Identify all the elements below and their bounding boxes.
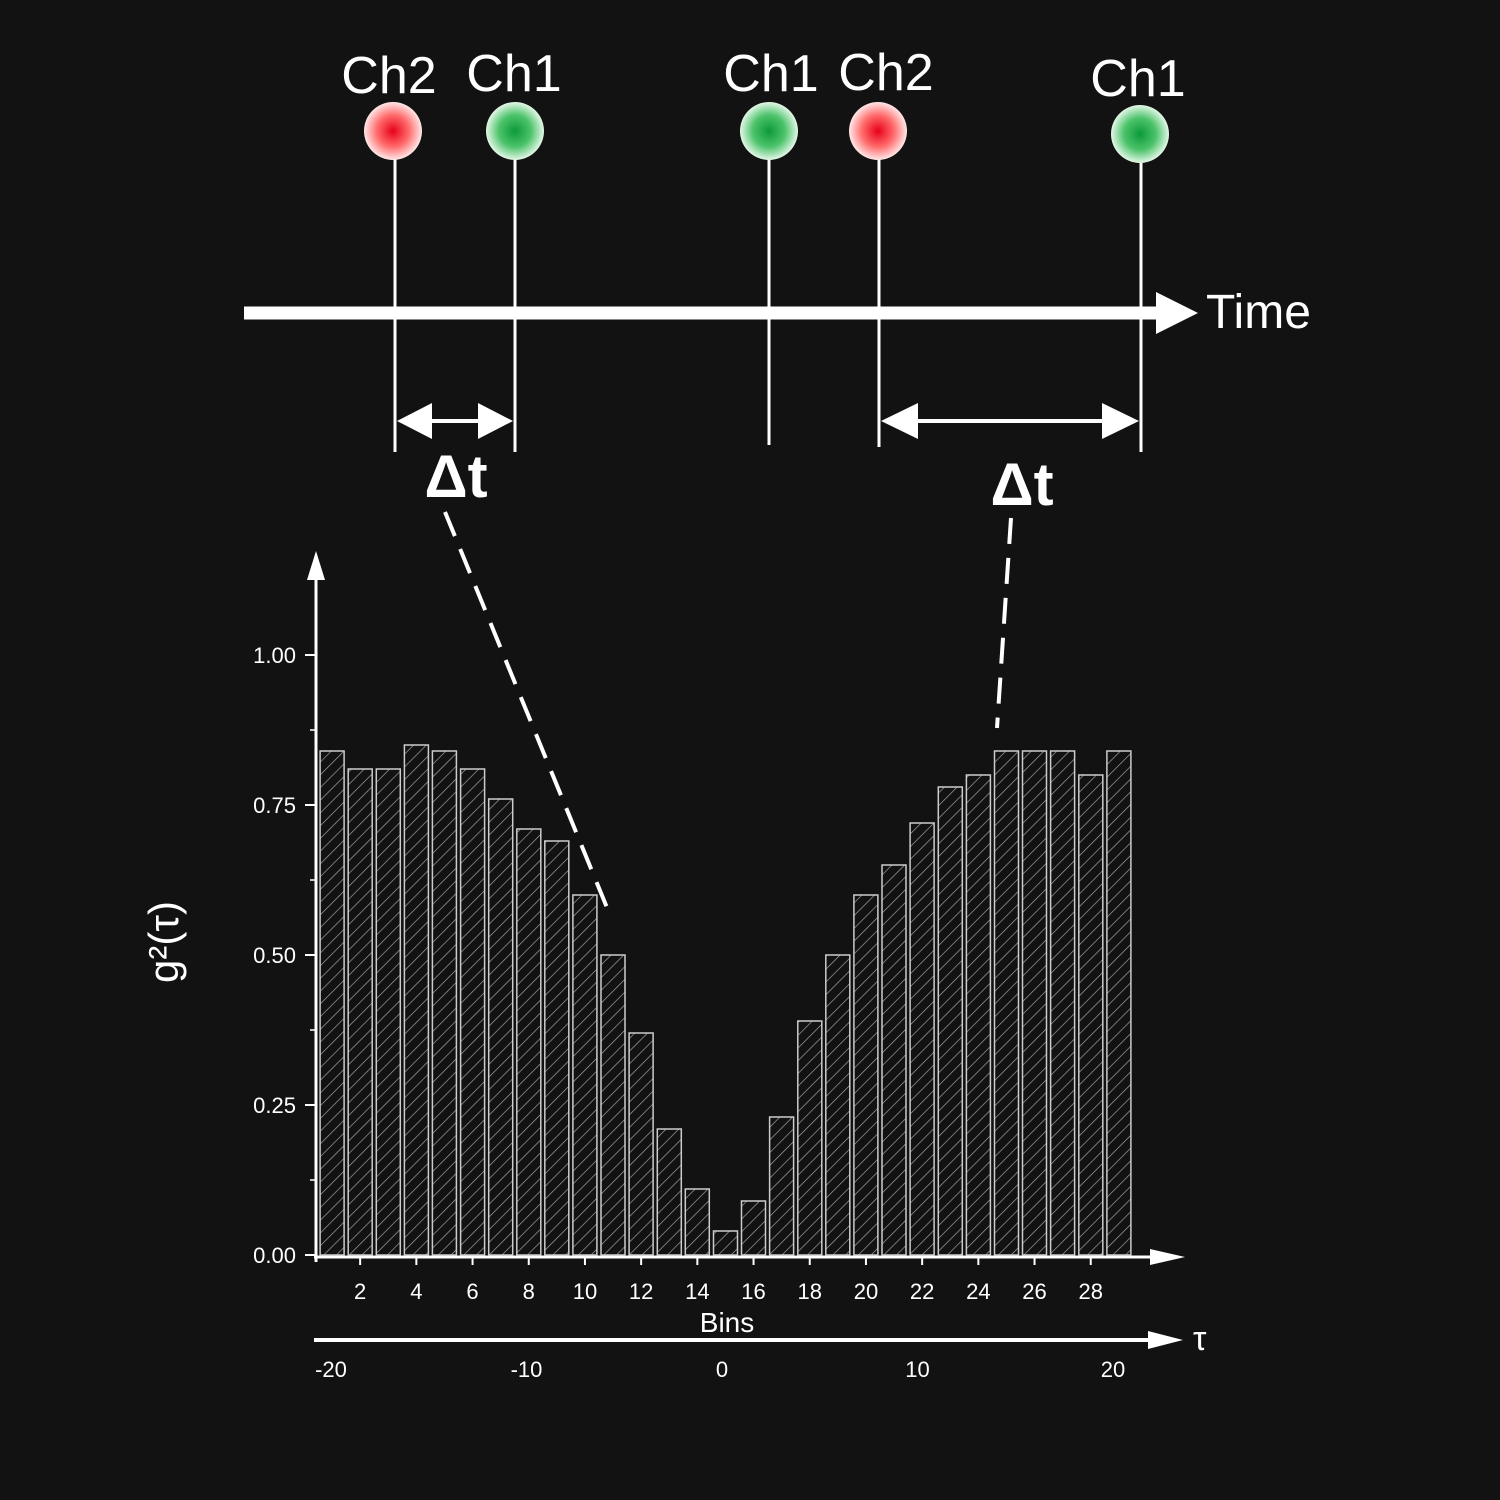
x-tick-label: 2 bbox=[354, 1279, 366, 1304]
red-photon-marker-icon bbox=[849, 102, 907, 160]
bar-bin-4 bbox=[403, 744, 430, 1256]
bar-bin-7 bbox=[487, 798, 514, 1256]
x-axis-arrowhead bbox=[1150, 1249, 1185, 1265]
y-tick-label: 0.50 bbox=[253, 943, 296, 968]
bar-bin-5 bbox=[431, 750, 458, 1256]
tau-tick-label: 0 bbox=[716, 1357, 728, 1382]
y-tick-label: 0.00 bbox=[253, 1243, 296, 1268]
bars bbox=[319, 744, 1132, 1256]
delta-t-label: Δt bbox=[990, 451, 1053, 518]
bar-bin-28 bbox=[1078, 774, 1104, 1256]
y-ticks: 0.00 0.25 0.50 0.75 1.00 bbox=[253, 643, 316, 1268]
bar-bin-19 bbox=[825, 954, 851, 1256]
bar-bin-24 bbox=[965, 774, 992, 1256]
tau-tick-label: -10 bbox=[511, 1357, 543, 1382]
delta-t-arrow-2: Δt bbox=[881, 403, 1139, 518]
bar-bin-18 bbox=[797, 1020, 823, 1256]
x-tick-label: 14 bbox=[685, 1279, 709, 1304]
y-axis-arrowhead bbox=[307, 551, 325, 580]
event-ch2-2: Ch2 bbox=[838, 44, 934, 447]
arrowhead-right bbox=[478, 403, 513, 439]
bar-bin-16 bbox=[740, 1200, 767, 1256]
event-label: Ch2 bbox=[341, 47, 436, 105]
x-tick-label: 24 bbox=[966, 1279, 990, 1304]
bar-bin-27 bbox=[1049, 750, 1076, 1256]
time-axis-label: Time bbox=[1206, 286, 1311, 339]
x-tick-label: 22 bbox=[910, 1279, 934, 1304]
x-tick-label: 4 bbox=[410, 1279, 422, 1304]
bar-bin-22 bbox=[909, 822, 935, 1256]
x-tick-label: 12 bbox=[629, 1279, 653, 1304]
tau-tick-label: -20 bbox=[315, 1357, 347, 1382]
bar-bin-1 bbox=[319, 750, 345, 1256]
bar-bin-2 bbox=[347, 768, 373, 1256]
bar-bin-6 bbox=[459, 768, 486, 1256]
x-axis-title: Bins bbox=[700, 1307, 754, 1338]
x-tick-label: 10 bbox=[573, 1279, 597, 1304]
x-tick-label: 8 bbox=[523, 1279, 535, 1304]
tau-tick-label: 20 bbox=[1101, 1357, 1125, 1382]
y-tick-label: 1.00 bbox=[253, 643, 296, 668]
tau-ticks: -20 -10 0 10 20 bbox=[315, 1357, 1125, 1382]
event-ch1-3: Ch1 bbox=[1090, 50, 1186, 452]
tau-tick-label: 10 bbox=[905, 1357, 929, 1382]
event-label: Ch1 bbox=[1090, 50, 1185, 108]
bar-bin-9 bbox=[544, 840, 570, 1256]
bar-bin-10 bbox=[572, 894, 598, 1256]
event-label: Ch1 bbox=[723, 45, 818, 103]
tau-axis-label: τ bbox=[1193, 1320, 1207, 1358]
bar-bin-3 bbox=[375, 768, 402, 1256]
green-photon-marker-icon bbox=[1111, 105, 1169, 163]
event-ch1-2: Ch1 bbox=[723, 45, 819, 445]
event-ch2-1: Ch2 bbox=[341, 47, 437, 452]
bar-bin-17 bbox=[768, 1116, 795, 1256]
dashed-connector-1 bbox=[443, 511, 612, 916]
green-photon-marker-icon bbox=[740, 102, 798, 160]
x-tick-label: 28 bbox=[1079, 1279, 1103, 1304]
y-tick-label: 0.25 bbox=[253, 1093, 296, 1118]
bar-bin-14 bbox=[684, 1188, 711, 1256]
bar-bin-20 bbox=[853, 894, 879, 1256]
timeline: Time Ch2 Ch1 Ch1 Ch2 Ch1 bbox=[244, 44, 1311, 916]
bar-bin-11 bbox=[600, 954, 626, 1256]
event-ch1-1: Ch1 bbox=[466, 45, 562, 452]
x-tick-label: 16 bbox=[741, 1279, 765, 1304]
arrowhead-left bbox=[881, 403, 918, 439]
arrowhead-right bbox=[1102, 403, 1139, 439]
y-tick-label: 0.75 bbox=[253, 793, 296, 818]
bar-bin-12 bbox=[628, 1032, 654, 1256]
delta-t-label: Δt bbox=[424, 443, 487, 510]
bar-bin-13 bbox=[656, 1128, 683, 1256]
green-photon-marker-icon bbox=[486, 102, 544, 160]
x-tick-label: 20 bbox=[854, 1279, 878, 1304]
y-axis-title: g²(τ) bbox=[140, 901, 187, 983]
event-label: Ch1 bbox=[466, 45, 561, 103]
bar-bin-29 bbox=[1106, 750, 1132, 1256]
arrowhead-left bbox=[397, 403, 432, 439]
bar-bin-21 bbox=[881, 864, 907, 1256]
bar-bin-25 bbox=[993, 750, 1020, 1256]
delta-t-arrow-1: Δt bbox=[397, 403, 513, 510]
x-tick-label: 18 bbox=[798, 1279, 822, 1304]
x-tick-label: 6 bbox=[466, 1279, 478, 1304]
time-axis-arrowhead bbox=[1156, 292, 1198, 334]
bar-bin-23 bbox=[937, 786, 964, 1256]
bar-bin-15 bbox=[712, 1230, 739, 1256]
x-tick-label: 26 bbox=[1022, 1279, 1046, 1304]
dashed-connector-2 bbox=[995, 517, 1013, 729]
tau-axis-arrowhead bbox=[1148, 1331, 1183, 1349]
bar-bin-8 bbox=[516, 828, 542, 1256]
bar-bin-26 bbox=[1021, 750, 1048, 1256]
event-label: Ch2 bbox=[838, 44, 933, 102]
red-photon-marker-icon bbox=[364, 102, 422, 160]
